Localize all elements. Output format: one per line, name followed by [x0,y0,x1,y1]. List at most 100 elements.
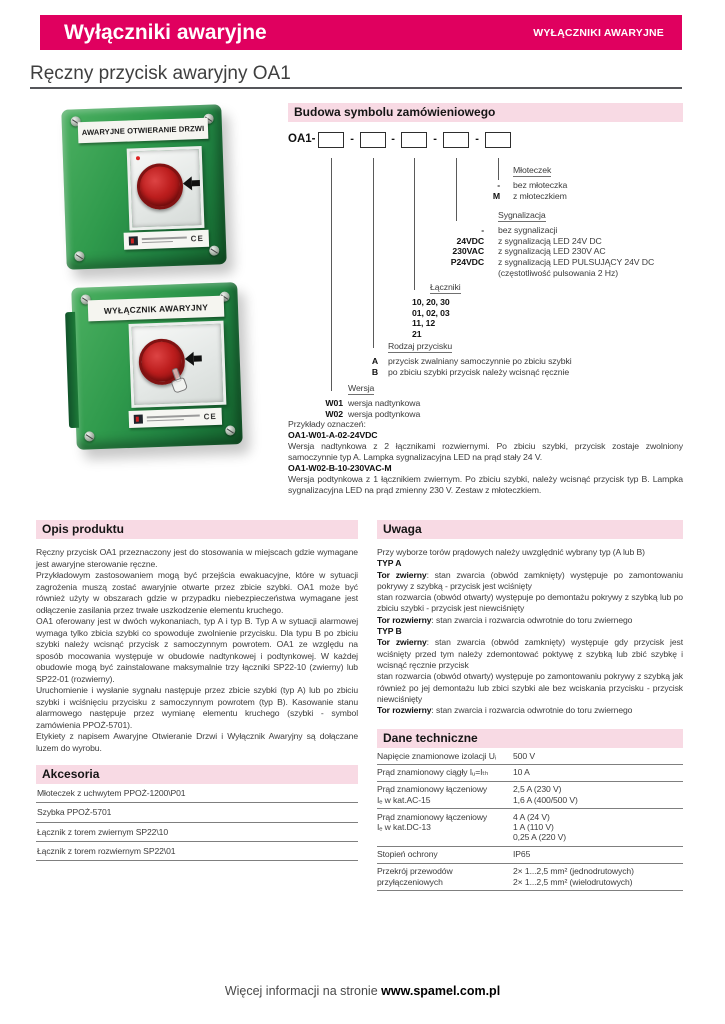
device-plate: CE [123,229,210,250]
order-dash: - [391,133,395,145]
order-code-box [443,132,469,148]
description-text: Ręczny przycisk OA1 przeznaczony jest do… [36,547,358,754]
ce-mark: CE [203,411,217,422]
order-prefix: OA1- [288,133,316,145]
product-photo-flush-version: WYŁĄCZNIK AWARYJNY CE [65,282,243,450]
accessory-item: Łącznik z torem rozwiernym SP22\01 [36,842,358,862]
accessory-item: Młoteczek z uchwytem PPOŻ-1200\P01 [36,784,358,804]
group-laczniki: Łączniki 10, 20, 30 01, 02, 03 11, 12 21 [412,282,461,340]
note-text: Przy wyborze torów prądowych należy uwzg… [377,547,683,716]
accessories-title: Akcesoria [36,765,358,784]
diagram-line [456,158,457,221]
option-row: M z młoteczkiem [492,190,567,201]
header-title: Wyłączniki awaryjne [64,20,267,44]
option-row: 21 [412,329,422,340]
option-row: 24VDC z sygnalizacją LED 24V DC [456,235,602,246]
device-window [126,145,205,231]
option-row: - bez sygnalizacji [481,224,558,235]
tech-row: Prąd znamionowy ciągły Iᵤ=Iₜₕ 10 A [377,765,683,782]
group-label: Młoteczek [513,165,552,177]
option-row: (częstotliwość pulsowania 2 Hz) [498,267,619,278]
group-label: Łączniki [430,282,461,294]
group-wersja: Wersja W01 wersja nadtynkowa W02 wersja … [321,383,420,419]
diagram-line [414,158,415,290]
example-code: OA1-W01-A-02-24VDC [288,430,378,440]
ce-mark: CE [190,233,204,244]
diagram-line [373,158,374,348]
screw-icon [74,251,85,262]
hand-icon [167,371,189,395]
mounting-flange [65,311,80,429]
note-line: Tor rozwierny: stan zwarcia i rozwarcia … [377,705,633,716]
order-dash: - [350,133,354,145]
option-row: 230VAC z sygnalizacją LED 230V AC [452,246,606,257]
tech-row: Napięcie znamionowe izolacji Uᵢ 500 V [377,748,683,765]
order-dash: - [475,133,479,145]
examples-block: Przykłady oznaczeń: OA1-W01-A-02-24VDC W… [288,419,683,496]
screw-icon [209,245,220,256]
option-row: 10, 20, 30 [412,296,450,307]
diagram-line [331,158,332,391]
option-row: P24VDC z sygnalizacją LED PULSUJĄCY 24V … [450,257,655,268]
plate-text-lines [141,236,187,244]
header-category: WYŁĄCZNIKI AWARYJNE [533,26,664,39]
note-title: Uwaga [377,520,683,539]
examples-heading: Przykłady oznaczeń: [288,419,366,429]
note-line: Tor zwierny: stan zwarcia (obwód zamknię… [377,637,683,670]
footer-text: Więcej informacji na stronie [224,984,378,998]
ordering-section-title: Budowa symbolu zamówieniowego [288,103,683,122]
paragraph: Etykiety z napisem Awaryjne Otwieranie D… [36,731,358,753]
example-desc: Wersja nadtynkowa z 2 łącznikami rozwier… [288,441,683,462]
group-label: Rodzaj przycisku [388,341,453,353]
logo-mark [133,414,143,424]
order-code-box [401,132,427,148]
device-plate: CE [128,407,223,429]
tech-row: Stopień ochrony IP65 [377,847,683,864]
order-code-box [360,132,386,148]
paragraph: Uruchomienie i wysłanie sygnału następuj… [36,685,358,730]
title-rule [30,87,682,89]
description-title: Opis produktu [36,520,358,539]
device-label: AWARYJNE OTWIERANIE DRZWI [77,117,209,144]
paragraph: Przykładowym zastosowaniem mogą być prze… [36,570,358,615]
accessory-item: Szybka PPOŻ-5701 [36,803,358,823]
led-dot [135,156,141,161]
note-line: stan rozwarcia (obwód otwarty) występuje… [377,671,683,704]
product-photo-surface-version: AWARYJNE OTWIERANIE DRZWI CE [61,104,227,270]
option-row: B po zbiciu szybki przycisk należy wcisn… [371,366,570,377]
accessories-section: Akcesoria Młoteczek z uchwytem PPOŻ-1200… [36,765,358,862]
plate-text-lines [146,414,200,422]
page-title: Ręczny przycisk awaryjny OA1 [30,63,291,84]
order-code-box [318,132,344,148]
ordering-section: Budowa symbolu zamówieniowego OA1- - - -… [288,103,683,496]
emergency-button [136,162,184,211]
option-row: W02 wersja podtynkowa [325,408,421,419]
example-code: OA1-W02-B-10-230VAC-M [288,463,392,473]
accessory-item: Łącznik z torem zwiernym SP22\10 [36,823,358,842]
diagram-line [498,158,499,180]
option-row: 11, 12 [412,318,436,329]
note-line: Tor rozwierny: stan zwarcia i rozwarcia … [377,614,633,625]
footer-url[interactable]: www.spamel.com.pl [381,984,501,998]
footer: Więcej informacji na stronie www.spamel.… [0,984,725,998]
tech-data-section: Dane techniczne Napięcie znamionowe izol… [377,729,683,892]
device-label: WYŁĄCZNIK AWARYJNY [87,295,225,322]
group-mloteczek: Młoteczek - bez młoteczka M z młoteczkie… [480,165,567,201]
group-label: Sygnalizacja [498,210,546,222]
note-line: Przy wyborze torów prądowych należy uwzg… [377,547,645,557]
arrow-left-icon [185,351,202,366]
screw-icon [225,425,236,436]
group-label: Wersja [348,383,375,395]
arrow-left-icon [183,176,200,191]
ordering-diagram: OA1- - - - - Młoteczek - bez młotecz [288,131,683,419]
option-row: A przycisk zwalniany samoczynnie po zbic… [371,355,572,366]
description-section: Opis produktu Ręczny przycisk OA1 przezn… [36,520,358,754]
order-dash: - [433,133,437,145]
paragraph: OA1 oferowany jest w dwóch wykonaniach, … [36,616,358,684]
order-code-box [485,132,511,148]
note-line: TYP B [377,626,402,637]
paragraph: Ręczny przycisk OA1 przeznaczony jest do… [36,547,358,569]
